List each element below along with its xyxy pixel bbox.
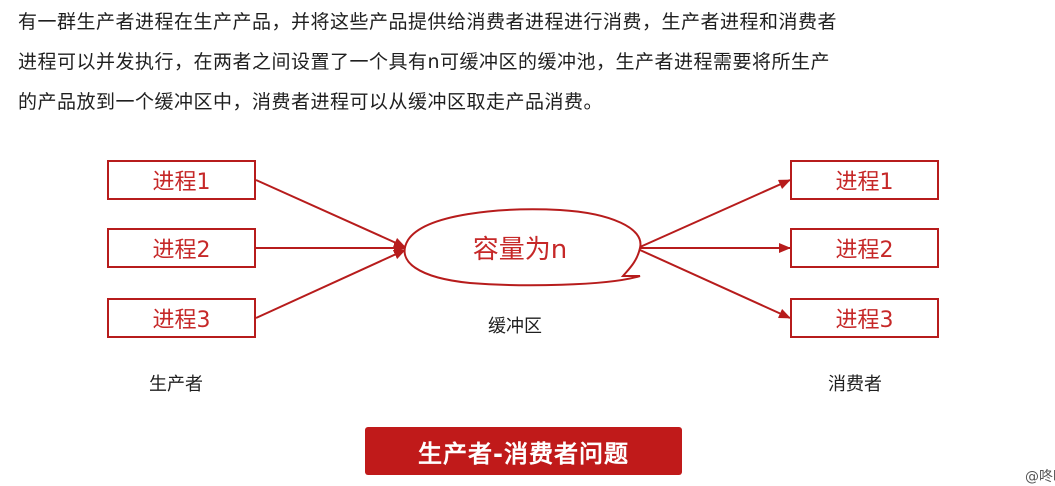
consumer-process-1: 进程1 [790,160,939,200]
consumer-process-3: 进程3 [790,298,939,338]
description-line-1: 有一群生产者进程在生产产品，并将这些产品提供给消费者进程进行消费，生产者进程和消… [18,11,838,33]
description-line-3: 的产品放到一个缓冲区中，消费者进程可以从缓冲区取走产品消费。 [18,91,604,113]
producer-process-2-label: 进程2 [152,238,211,263]
description-line-2: 进程可以并发执行，在两者之间设置了一个具有n可缓冲区的缓冲池，生产者进程需要将所… [18,51,831,73]
buffer-capacity-label: 容量为n [472,235,568,265]
arrow-producer-3-to-buffer [255,249,406,319]
consumer-process-2-label: 进程2 [835,238,894,263]
producer-process-1: 进程1 [107,160,256,200]
producer-process-2: 进程2 [107,228,256,268]
producer-caption: 生产者 [149,374,203,395]
producer-process-3-label: 进程3 [152,308,211,333]
buffer-caption: 缓冲区 [488,316,542,337]
title-banner-text: 生产者-消费者问题 [418,439,629,468]
consumer-process-2: 进程2 [790,228,939,268]
arrow-buffer-to-consumer-3 [639,249,791,319]
consumer-process-3-label: 进程3 [835,308,894,333]
arrow-producer-1-to-buffer [255,179,406,248]
producer-process-3: 进程3 [107,298,256,338]
author-watermark: @咚咚 [1025,469,1055,485]
producer-process-1-label: 进程1 [152,170,211,195]
consumer-process-1-label: 进程1 [835,170,894,195]
title-banner: 生产者-消费者问题 [365,427,682,475]
arrow-buffer-to-consumer-1 [639,179,791,248]
description-paragraph: 有一群生产者进程在生产产品，并将这些产品提供给消费者进程进行消费，生产者进程和消… [18,2,1038,122]
consumer-caption: 消费者 [828,374,882,395]
